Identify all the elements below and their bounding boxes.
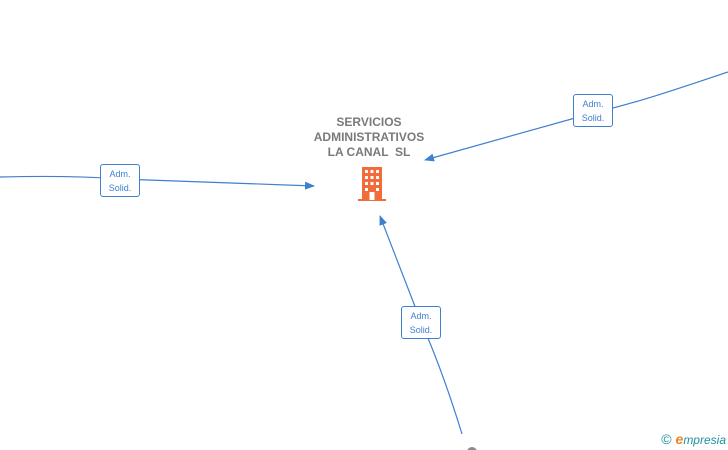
edge-label-top-right-line-2: Solid. — [581, 113, 605, 123]
building-icon[interactable] — [358, 167, 386, 201]
edge-label-left[interactable]: Adm. Solid. — [100, 164, 140, 197]
company-name[interactable]: SERVICIOS ADMINISTRATIVOS LA CANAL SL — [300, 115, 438, 160]
empresia-brand[interactable]: ©empresia — [661, 431, 726, 447]
company-name-line-2: ADMINISTRATIVOS — [313, 130, 425, 144]
edge-label-top-right[interactable]: Adm. Solid. — [573, 94, 613, 127]
node-partial-bottom[interactable] — [467, 447, 477, 450]
edge-label-bottom-line-1: Adm. — [410, 311, 432, 321]
edge-label-left-line-1: Adm. — [109, 169, 131, 179]
company-name-line-1: SERVICIOS — [336, 115, 402, 129]
edge-label-bottom-line-2: Solid. — [409, 325, 433, 335]
edge-label-bottom[interactable]: Adm. Solid. — [401, 306, 441, 339]
brand-e: e — [675, 431, 684, 447]
copyright-icon: © — [661, 431, 672, 447]
edge-label-left-line-2: Solid. — [108, 183, 132, 193]
company-name-line-3: LA CANAL SL — [327, 145, 411, 159]
edge-left — [0, 175, 315, 190]
brand-rest: mpresia — [683, 433, 726, 447]
edge-label-top-right-line-1: Adm. — [582, 99, 604, 109]
